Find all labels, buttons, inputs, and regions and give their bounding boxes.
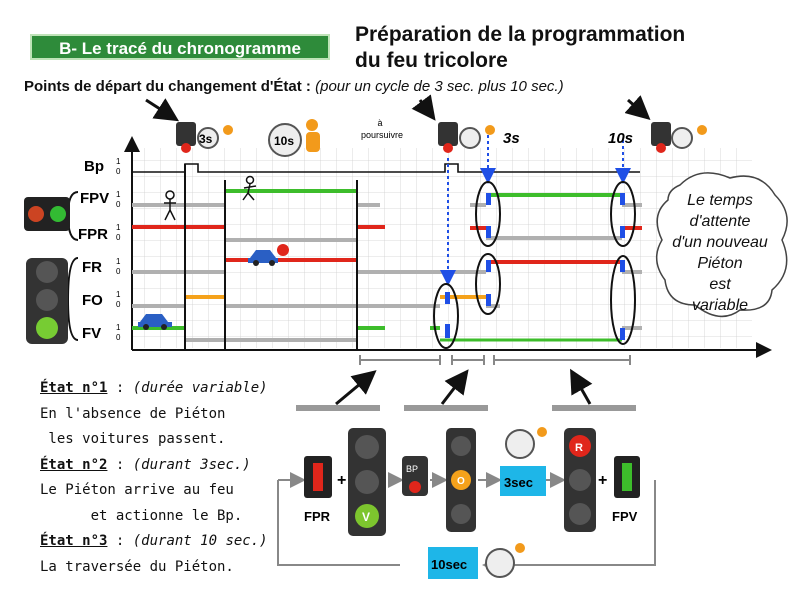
traffic-light-icon (26, 258, 68, 344)
svg-text:V: V (362, 510, 370, 524)
blue-dotted-arrows (440, 135, 631, 286)
car-icon (138, 314, 172, 330)
blue-markers (445, 193, 625, 340)
flow-10sec-label: 10sec (431, 557, 467, 572)
svg-text:0: 0 (116, 233, 121, 242)
trace-fv (132, 326, 642, 342)
svg-text:0: 0 (116, 333, 121, 342)
state-1-line-2: les voitures passent. (40, 431, 226, 447)
svg-text:1: 1 (116, 157, 121, 166)
svg-text:FPV: FPV (612, 509, 638, 524)
svg-text:1: 1 (116, 223, 121, 232)
state-bars (296, 405, 636, 411)
svg-text:3s: 3s (199, 132, 213, 146)
state-2-line-1: Le Piéton arrive au feu (40, 482, 234, 498)
state-3-line-1: La traversée du Piéton. (40, 558, 234, 575)
state-3-heading: État n°3 : (durant 10 sec.) (40, 533, 268, 549)
signal-label-fo: FO (82, 292, 103, 309)
svg-text:FPR: FPR (304, 509, 331, 524)
bp-timer-icon-1: 3s (176, 122, 233, 153)
flow-stopwatch-icon (505, 427, 547, 459)
marker-3s: 3s (503, 130, 520, 147)
state-2-line-2: et actionne le Bp. (40, 507, 243, 524)
state-arrows (335, 368, 593, 406)
top-arrows (145, 94, 651, 122)
flow-stopwatch-10-icon (485, 543, 525, 578)
page-title: Préparation de la programmation du feu t… (355, 22, 685, 74)
signal-label-fpr: FPR (78, 226, 108, 243)
svg-text:0: 0 (116, 300, 121, 309)
state-1-heading: État n°1 : (durée variable) (40, 380, 268, 396)
flow-fpr-icon: FPR (304, 456, 332, 524)
bubble-line-5: est (709, 276, 731, 293)
svg-text:10s: 10s (274, 134, 294, 148)
car-stopped-icon (248, 244, 289, 266)
flow-traffic-light-red: R (564, 428, 596, 532)
flow-3sec-box (500, 466, 546, 496)
svg-text:1: 1 (116, 323, 121, 332)
bracket-vehicle (66, 257, 79, 341)
svg-text:0: 0 (116, 167, 121, 176)
signal-label-fv: FV (82, 325, 101, 342)
trace-fpv (132, 189, 642, 207)
transition-lines (184, 164, 358, 350)
a-poursuivre-line2: poursuivre (361, 130, 403, 140)
svg-text:1: 1 (116, 190, 121, 199)
trace-fr (132, 258, 642, 274)
title-line-1: Préparation de la programmation (355, 23, 686, 46)
state-2-heading: État n°2 : (durant 3sec.) (40, 456, 251, 473)
signal-label-bp: Bp (84, 158, 104, 175)
svg-text:O: O (457, 476, 465, 487)
marker-10s: 10s (608, 130, 633, 147)
svg-text:BP: BP (406, 464, 418, 474)
pedestrian-walking-icon (242, 175, 257, 201)
svg-text:0: 0 (116, 267, 121, 276)
speech-bubble (656, 172, 788, 318)
flow-traffic-light-green: V (348, 428, 386, 536)
bp-timer-icon-2 (438, 122, 495, 153)
flow-plus-2: + (598, 472, 607, 489)
subtitle-italic: (pour un cycle de 3 sec. plus 10 sec.) (315, 78, 564, 95)
flow-loop (277, 472, 656, 573)
title-line-2: du feu tricolore (355, 49, 508, 72)
subtitle-bold: Points de départ du changement d'État : (24, 78, 311, 95)
svg-text:R: R (575, 442, 583, 454)
subtitle: Points de départ du changement d'État : … (24, 78, 564, 95)
flow-traffic-light-orange: O (446, 428, 476, 532)
signal-labels: Bp FPV FPR FR FO FV (78, 158, 109, 342)
flow-plus-1: + (337, 472, 346, 489)
trace-fo (132, 295, 500, 308)
states-description: État n°1 : (durée variable) En l'absence… (40, 376, 268, 580)
svg-text:0: 0 (116, 200, 121, 209)
trace-fpr (132, 225, 642, 242)
chart-grid (132, 148, 752, 348)
flow-3sec-label: 3sec (504, 475, 533, 490)
flow-10sec-box (428, 547, 478, 579)
state-1-line-1: En l'absence de Piéton (40, 405, 226, 422)
bubble-line-6: variable (691, 297, 749, 314)
pedestrian-standing-icon (164, 190, 176, 221)
section-badge: B- Le tracé du chronogramme (30, 34, 330, 60)
flow-bp-button-icon: BP (402, 456, 428, 496)
bubble-line-2: d'attente (689, 213, 751, 230)
pedestrian-light-icon (24, 197, 70, 231)
signal-label-fpv: FPV (80, 190, 109, 207)
stopwatch-10s-icon: 10s (268, 119, 320, 157)
bubble-line-3: d'un nouveau (672, 234, 768, 251)
a-poursuivre-line1: à (377, 118, 382, 128)
signal-label-fr: FR (82, 259, 102, 276)
flow-fpv-icon: FPV (612, 456, 640, 524)
svg-text:1: 1 (116, 290, 121, 299)
bp-timer-icon-3 (651, 122, 707, 153)
bubble-text: Le temps d'attente d'un nouveau Piéton e… (660, 190, 780, 316)
bubble-line-4: Piéton (697, 255, 743, 272)
state-brackets (359, 355, 631, 365)
svg-text:1: 1 (116, 257, 121, 266)
bubble-line-1: Le temps (687, 192, 753, 209)
level-ticks: 10 10 10 10 10 10 (116, 157, 121, 342)
highlight-ellipses (433, 181, 636, 349)
